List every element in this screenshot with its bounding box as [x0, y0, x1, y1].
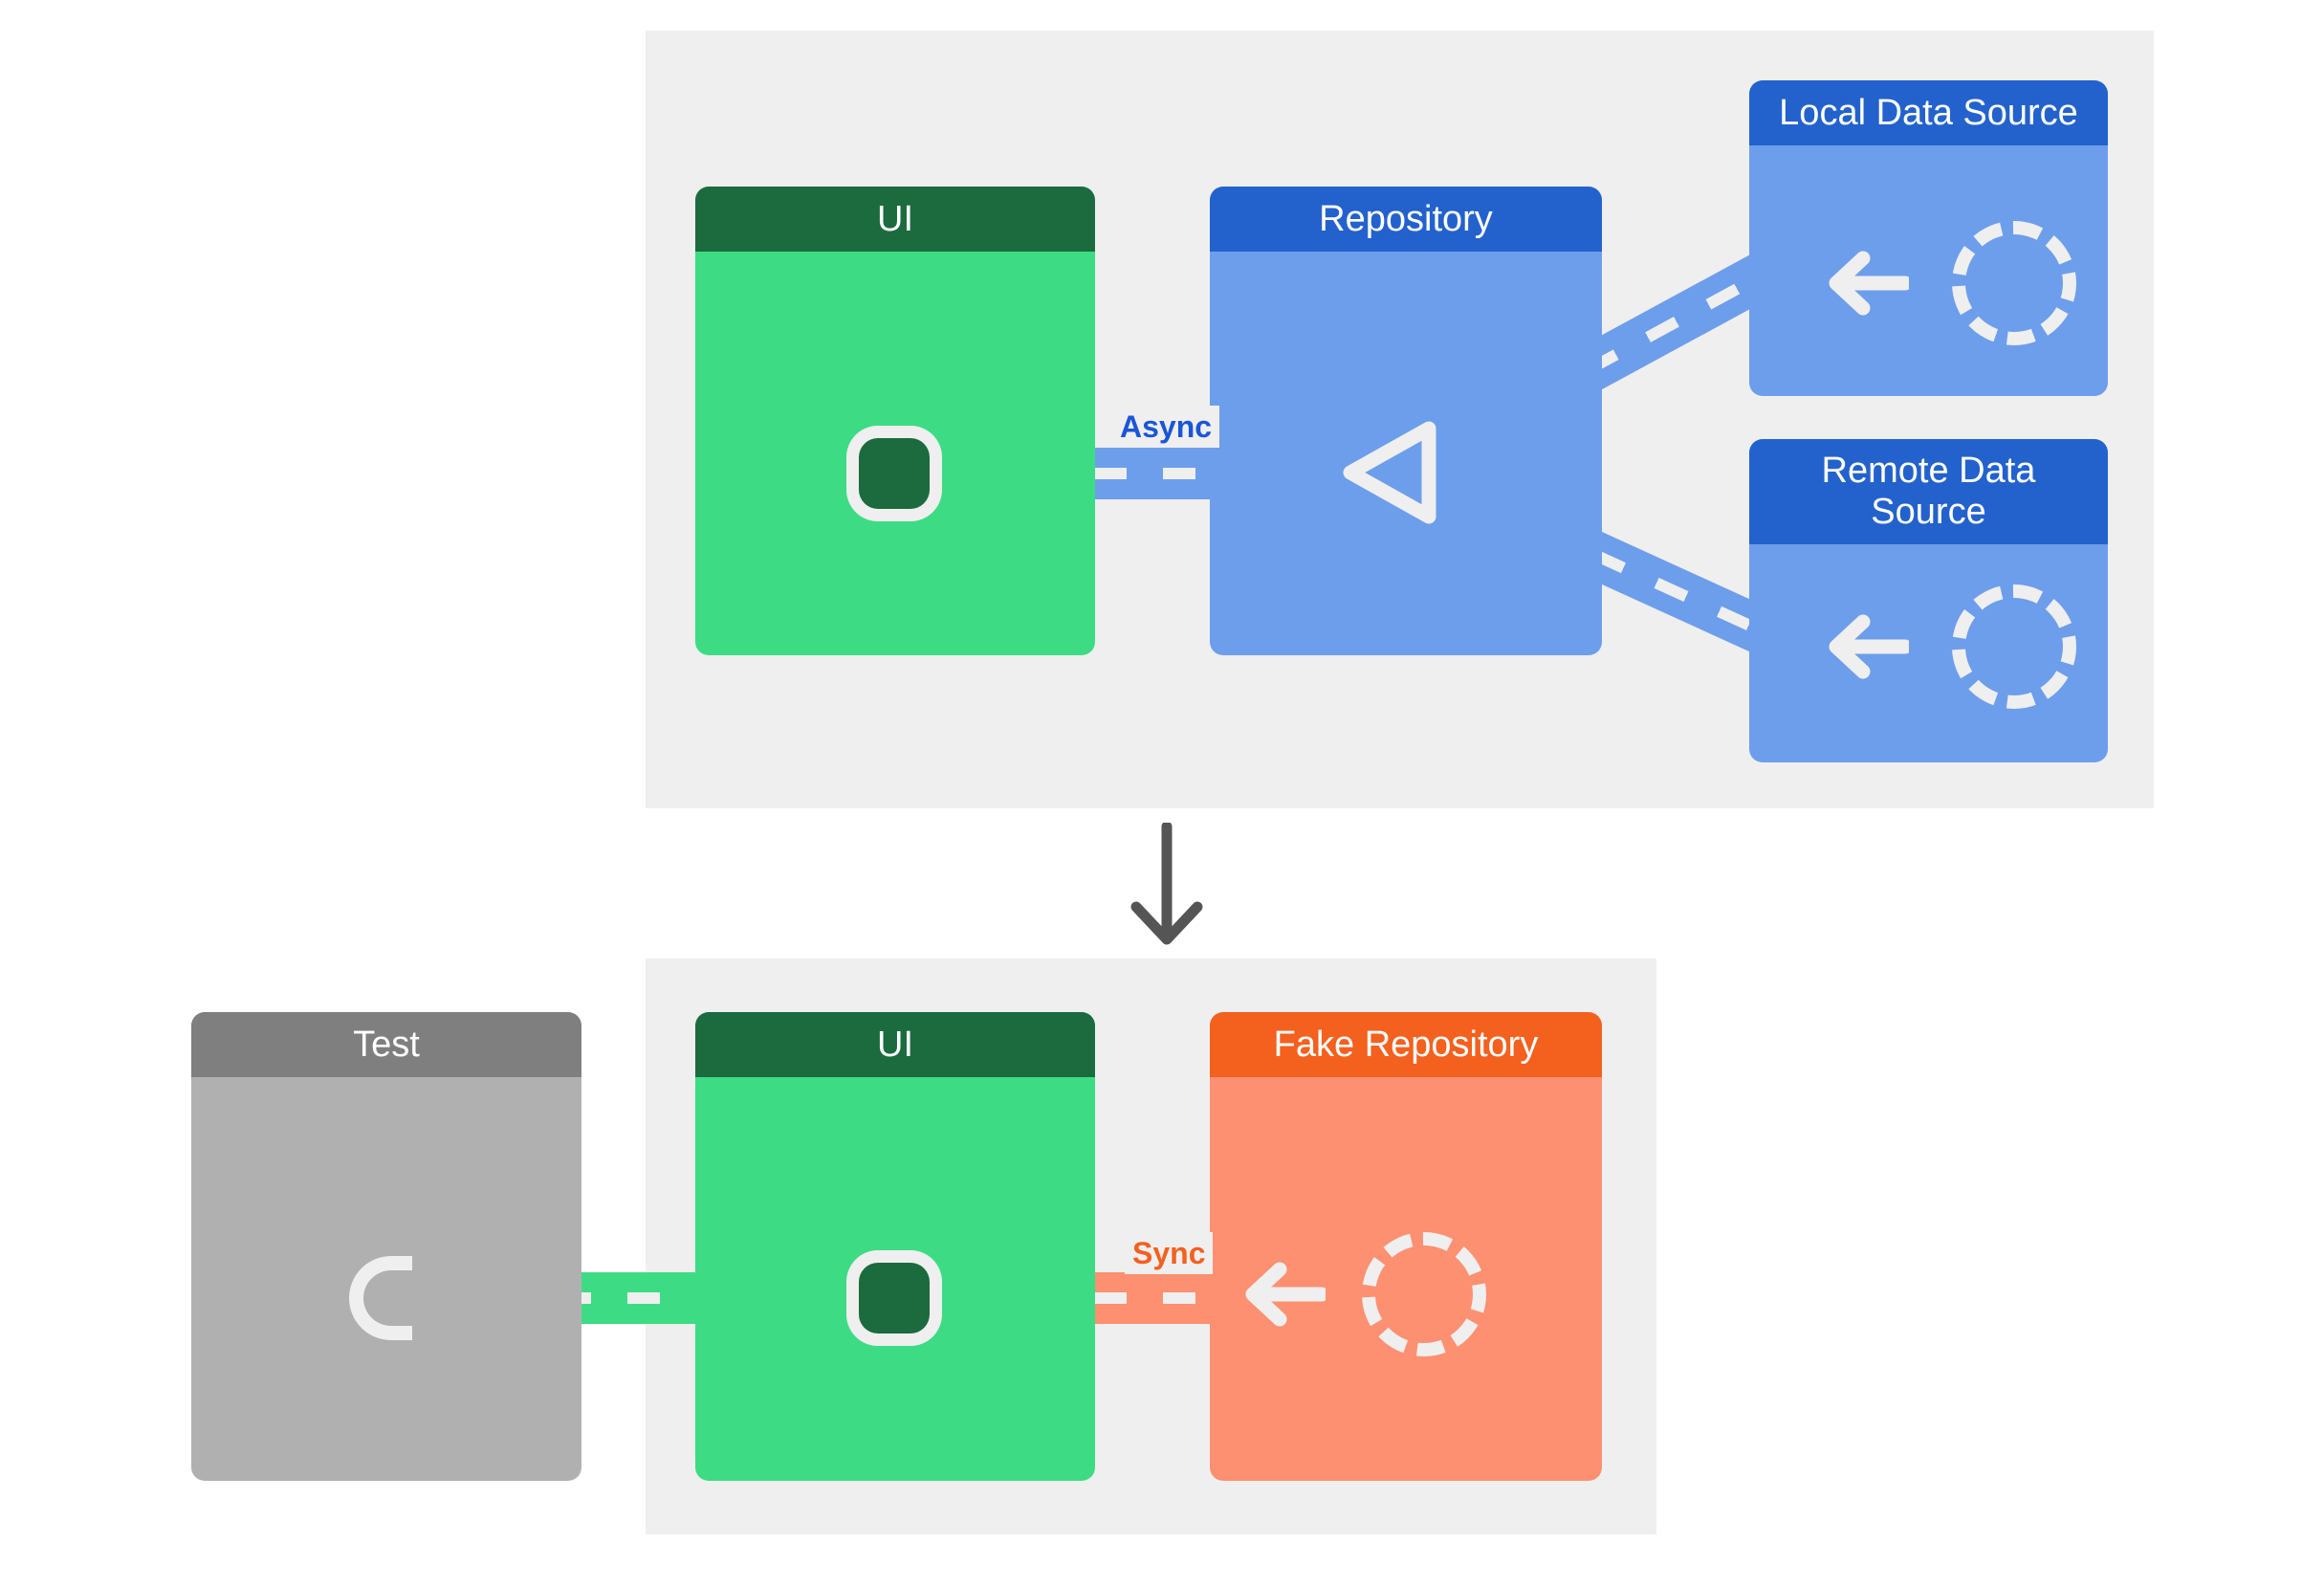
square-plug-icon: [859, 438, 930, 509]
triangle-left-icon: [1341, 419, 1436, 526]
card-body: [1210, 252, 1602, 655]
card-remote-data-source[interactable]: Remote Data Source: [1749, 439, 2108, 762]
down-arrow-icon: [1127, 821, 1207, 949]
card-ui-async[interactable]: UI: [695, 187, 1095, 655]
card-title: Remote Data Source: [1749, 439, 2108, 544]
dashed-circle-icon: [1952, 221, 2076, 345]
card-title: Fake Repository: [1210, 1012, 1602, 1077]
card-repository[interactable]: Repository: [1210, 187, 1602, 655]
dashed-circle-icon: [1952, 584, 2076, 709]
edge-label-async: Async: [1112, 406, 1220, 448]
card-title: Test: [191, 1012, 581, 1077]
arrow-left-icon: [1827, 610, 1913, 683]
arrow-left-icon: [1827, 247, 1913, 320]
arrow-left-icon: [1243, 1258, 1329, 1331]
square-plug-icon: [859, 1263, 930, 1334]
dashed-circle-icon: [1362, 1232, 1486, 1356]
card-test[interactable]: Test: [191, 1012, 581, 1481]
edge-label-sync: Sync: [1125, 1232, 1214, 1274]
card-title: UI: [695, 1012, 1095, 1077]
card-ui-test[interactable]: UI: [695, 1012, 1095, 1481]
card-title: Local Data Source: [1749, 80, 2108, 145]
card-title: UI: [695, 187, 1095, 252]
card-title: Repository: [1210, 187, 1602, 252]
